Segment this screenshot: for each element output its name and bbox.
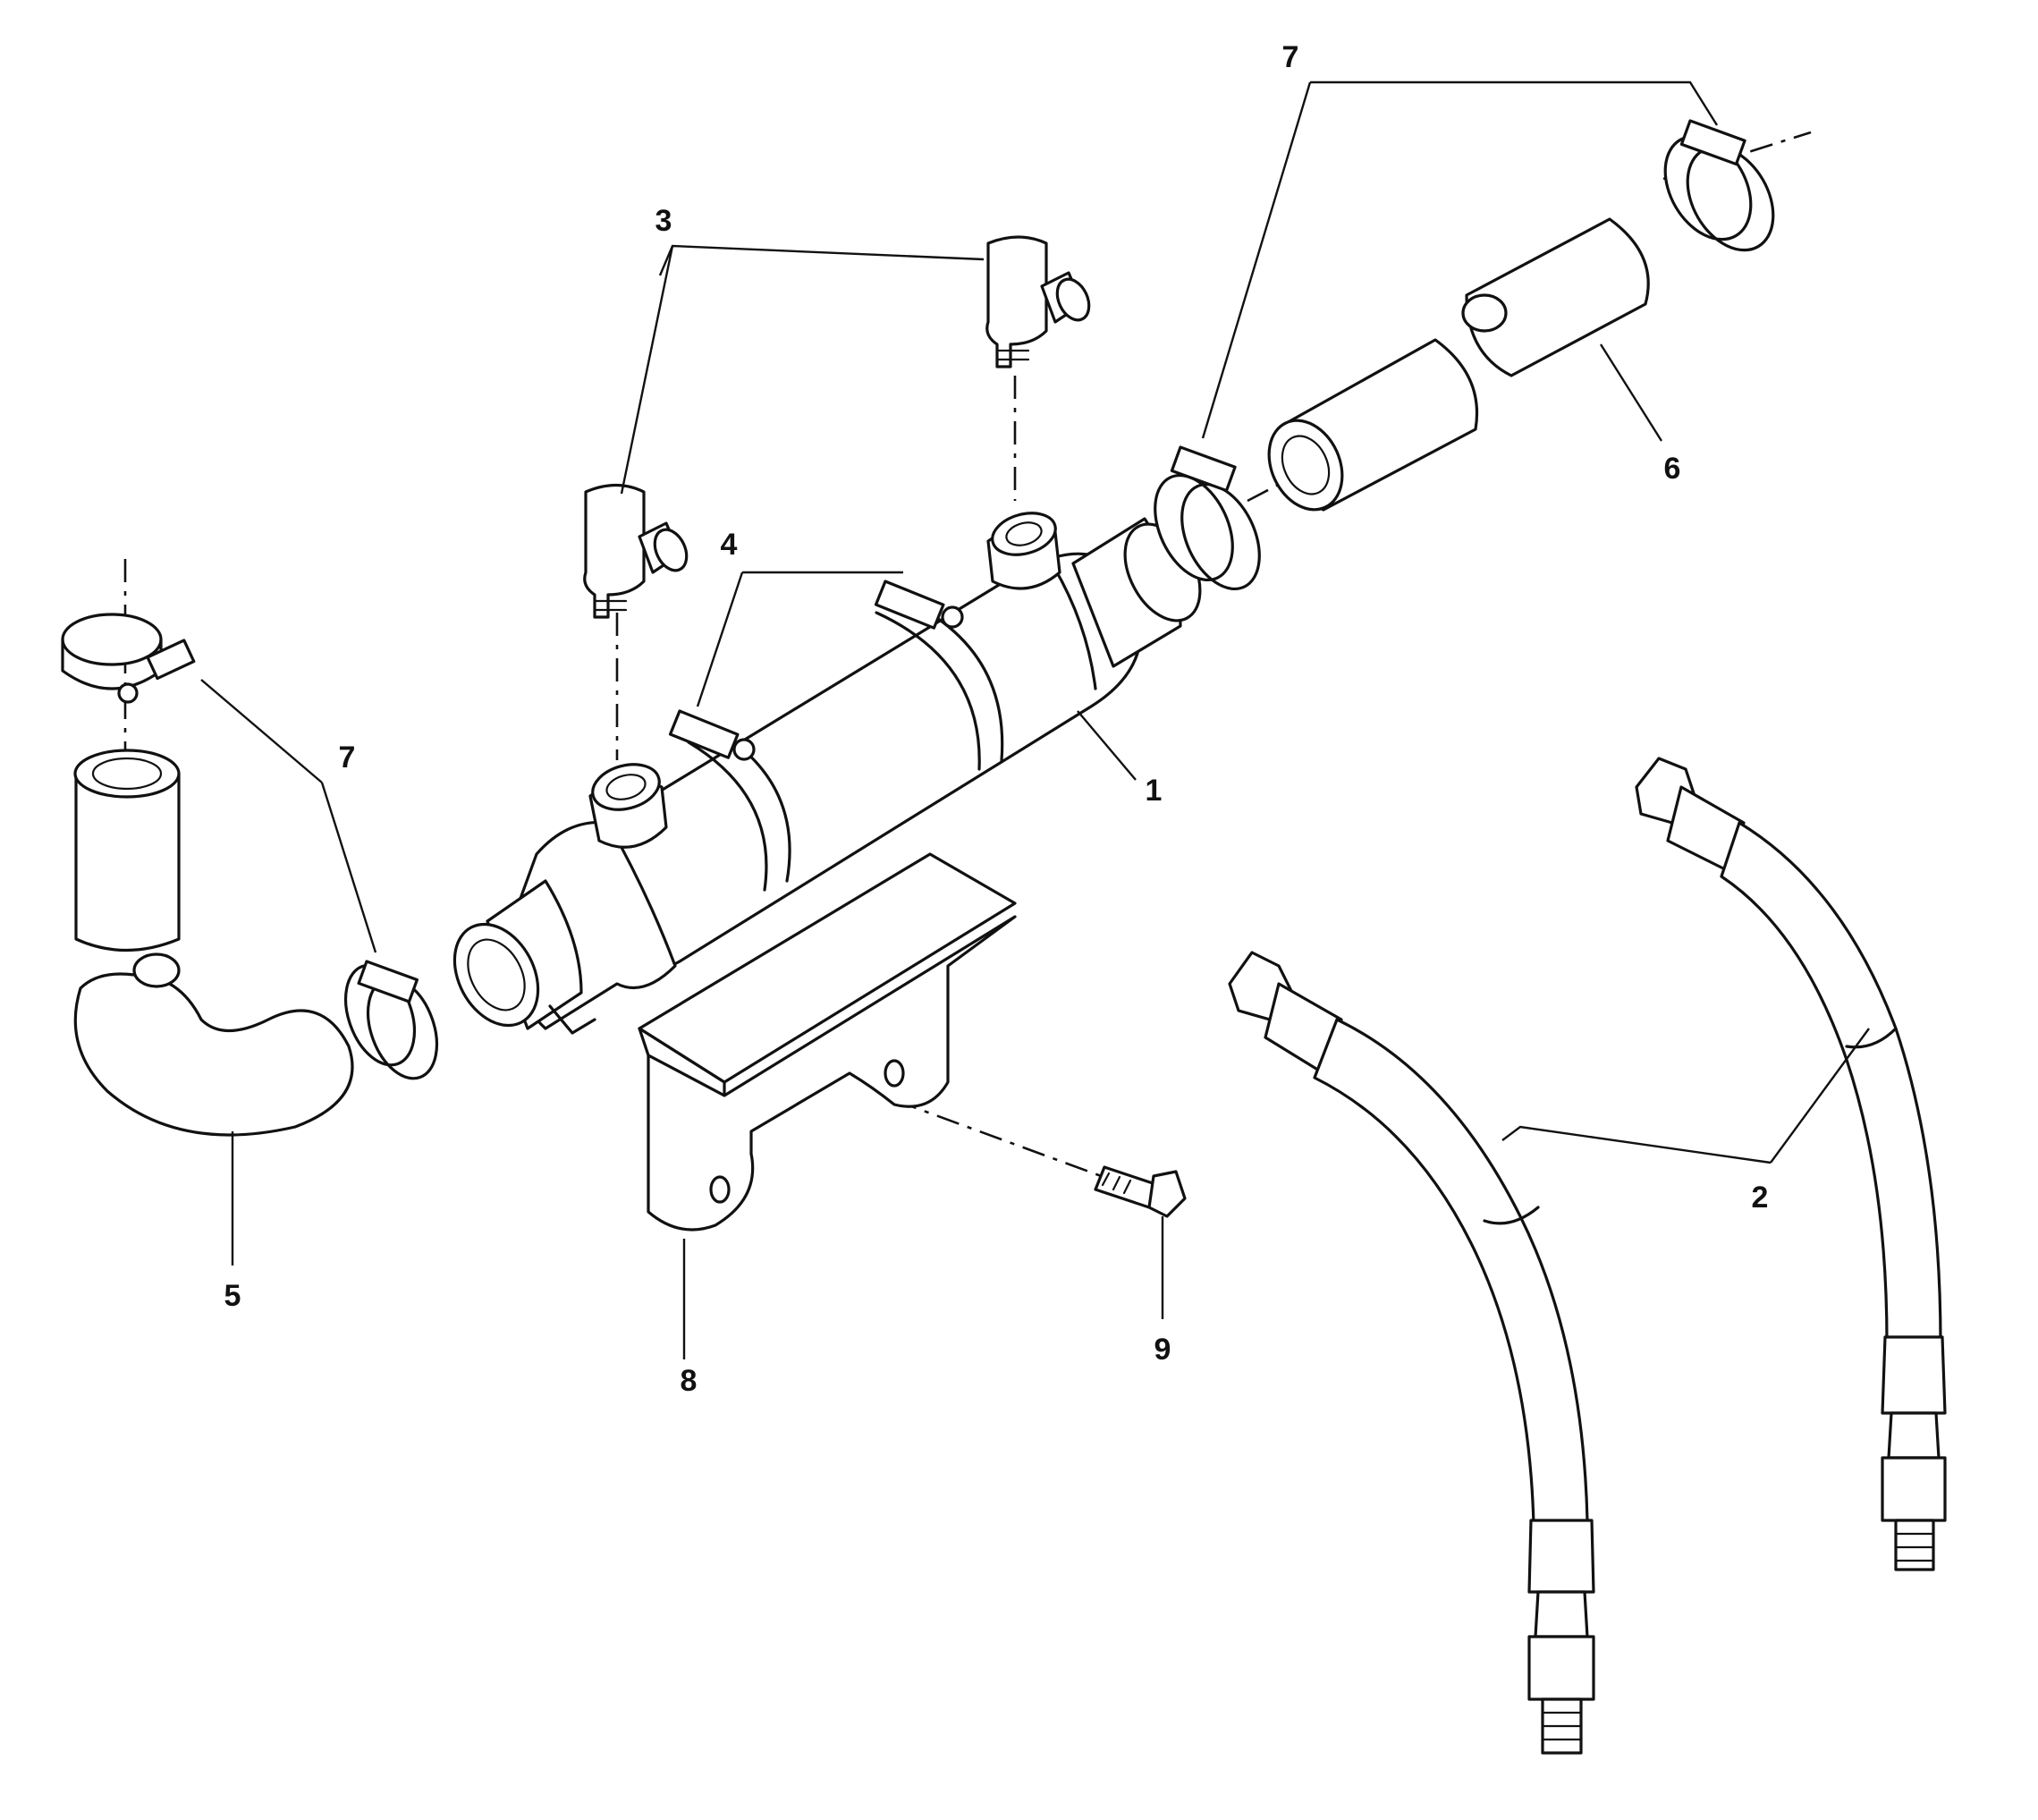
callout-5: 5 xyxy=(224,1279,241,1313)
callout-9: 9 xyxy=(1154,1333,1171,1367)
hose-5 xyxy=(73,749,354,1137)
hose-6 xyxy=(1267,217,1650,512)
callout-6: 6 xyxy=(1664,452,1681,486)
elbow-fittings xyxy=(583,235,1091,619)
callout-8: 8 xyxy=(681,1364,698,1398)
callout-1: 1 xyxy=(1146,774,1163,808)
hose-assemblies xyxy=(1228,757,1947,1755)
callout-3: 3 xyxy=(655,204,672,238)
hose-clamps xyxy=(61,119,1775,1080)
mounting-bracket xyxy=(638,852,1017,1232)
bolt xyxy=(1094,1165,1187,1218)
leader-lines xyxy=(200,80,1870,1359)
callout-2: 2 xyxy=(1752,1181,1769,1215)
callout-4: 4 xyxy=(721,528,738,562)
callout-7-top: 7 xyxy=(1282,40,1299,74)
heat-exchanger-body xyxy=(452,512,1202,1035)
mounting-strap-clamps xyxy=(668,580,1004,892)
callout-7-left: 7 xyxy=(339,741,356,775)
callouts: 1 2 3 4 5 6 7 7 8 9 xyxy=(224,40,1769,1398)
